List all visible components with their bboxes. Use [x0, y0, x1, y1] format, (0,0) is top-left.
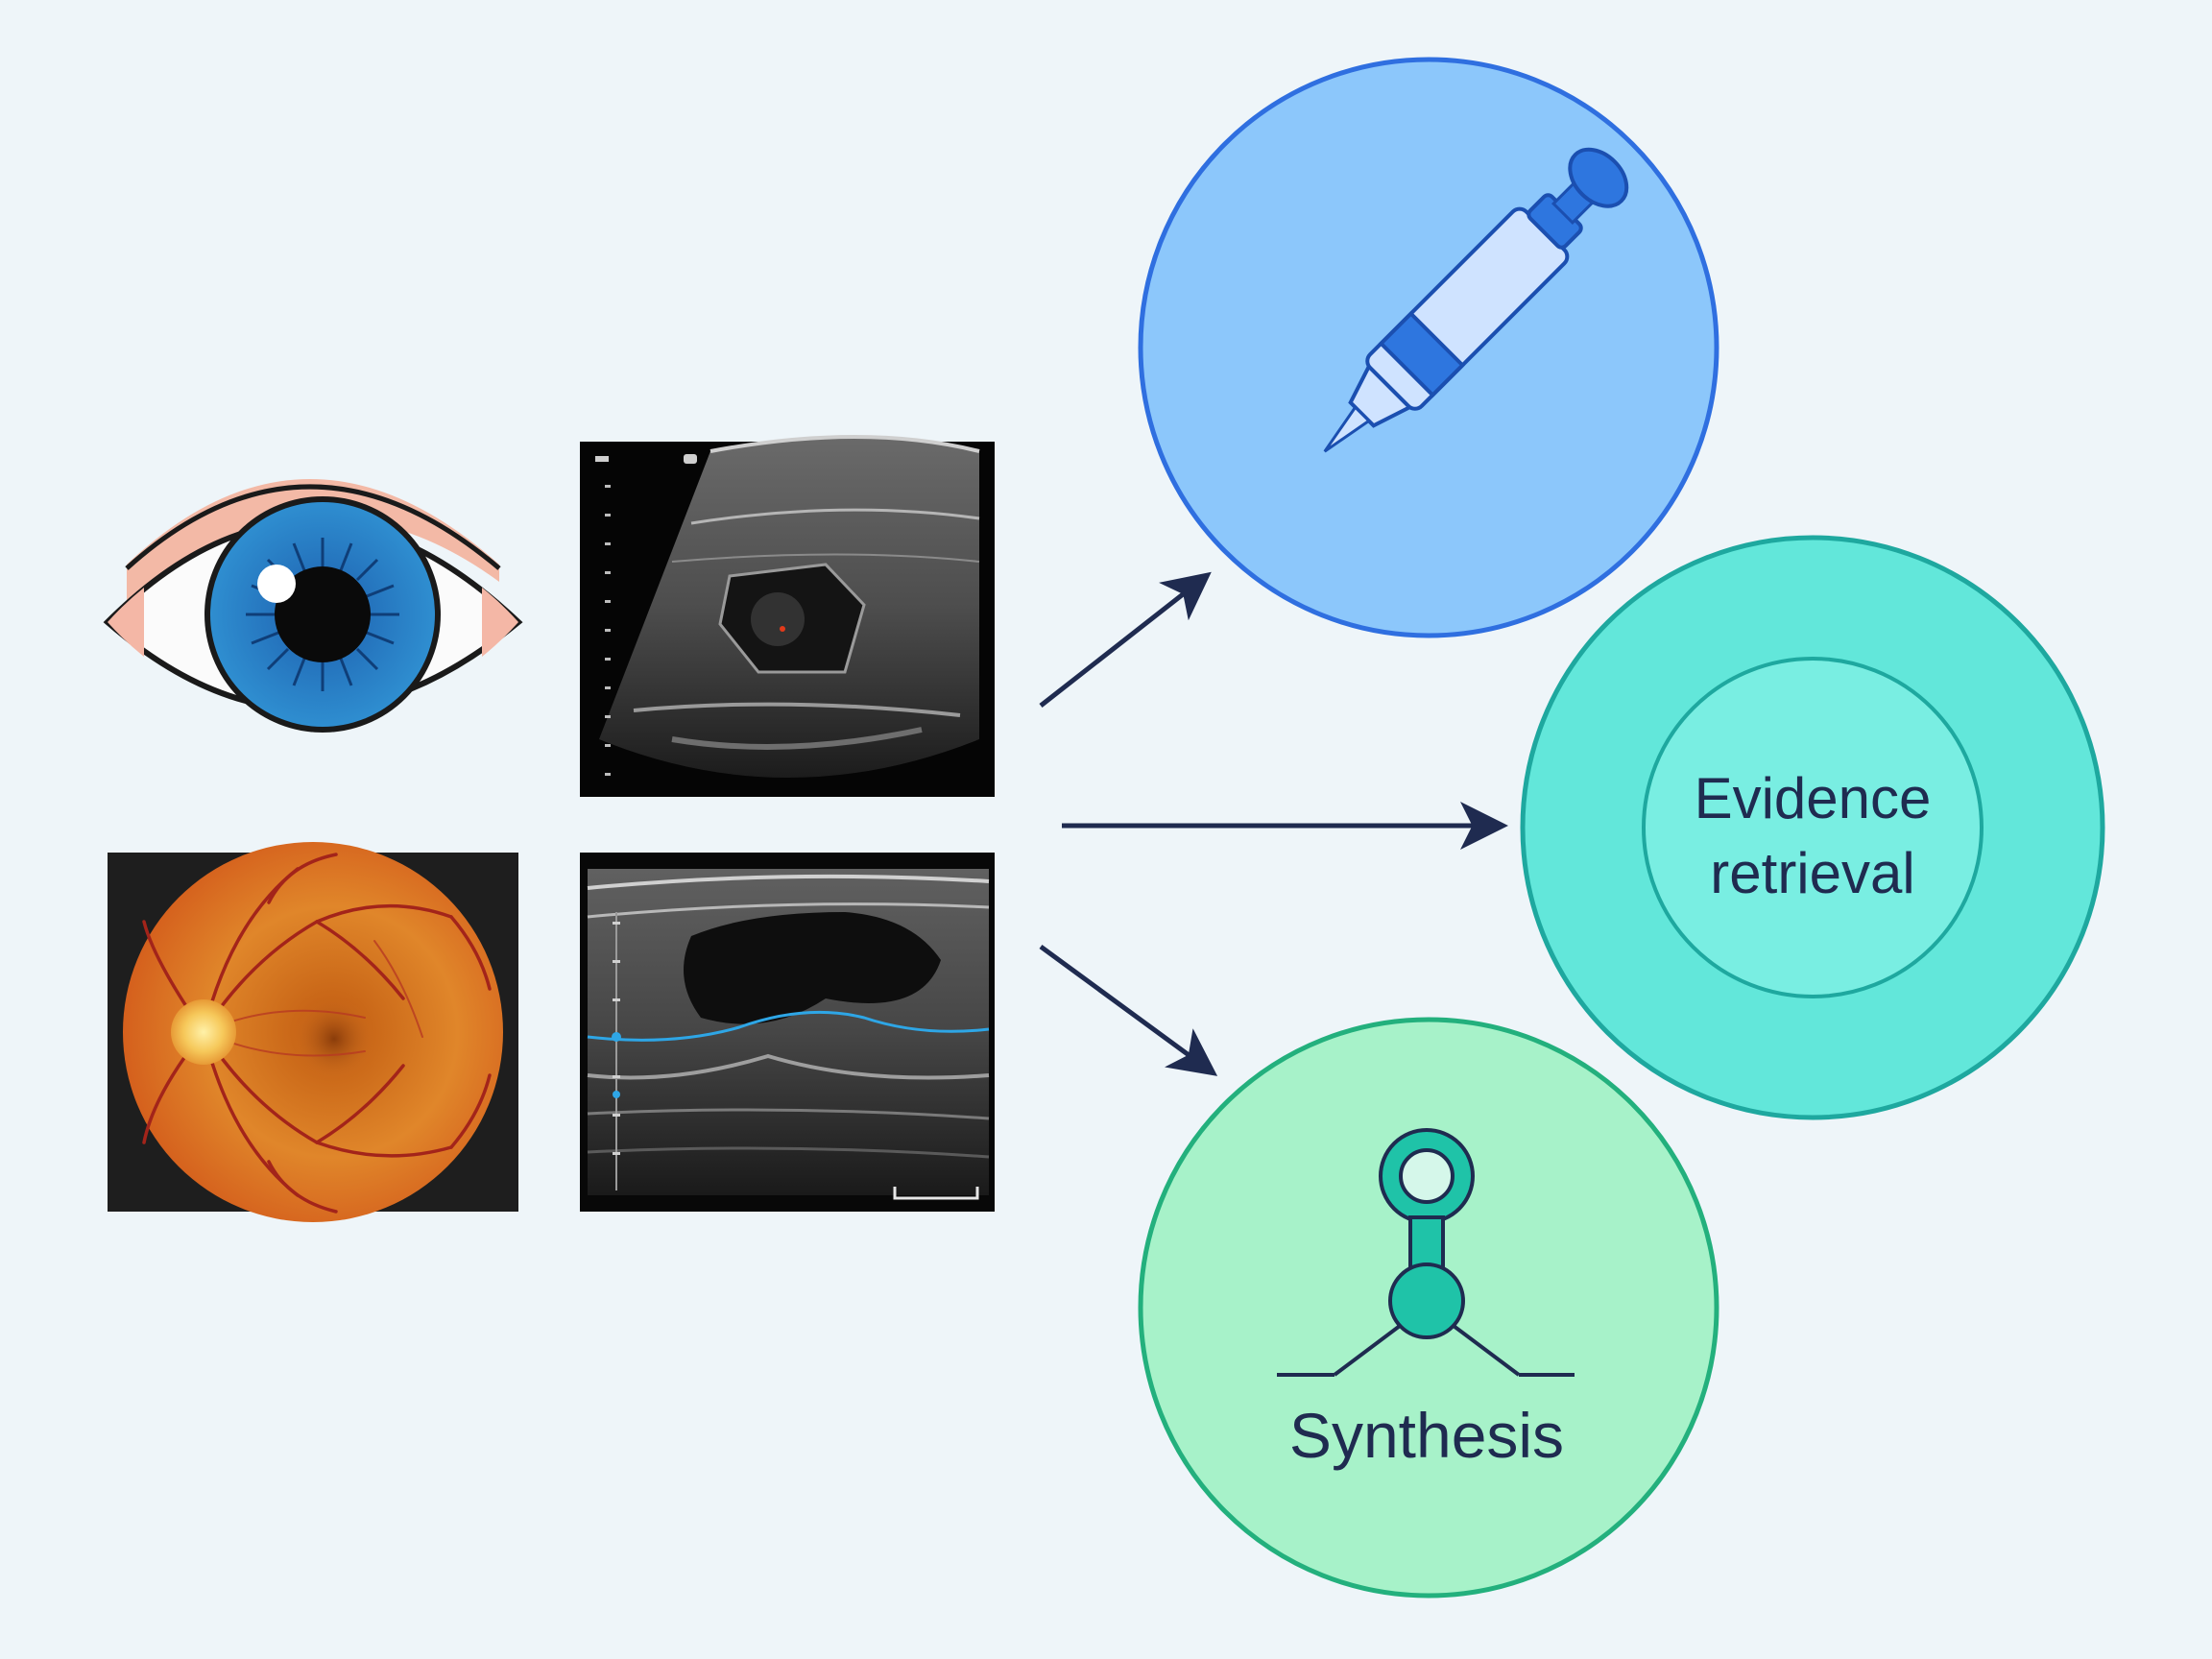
syringe-icon — [1323, 147, 1629, 453]
arrow-to-synthesis — [1039, 944, 1218, 1076]
ultrasound-cross-section — [580, 435, 995, 797]
eye-icon — [103, 479, 523, 733]
evidence-node: Evidence retrieval — [1520, 535, 2105, 1120]
evidence-label-line2: retrieval — [1710, 841, 1914, 905]
arrows — [1039, 571, 1508, 1076]
ultrasound-longitudinal — [580, 853, 995, 1212]
synthesis-label: Synthesis — [1289, 1400, 1564, 1471]
molecule-icon — [1277, 1128, 1575, 1377]
evidence-label-line1: Evidence — [1695, 766, 1932, 830]
syringe-node — [1138, 57, 1719, 638]
arrow-to-syringe — [1039, 571, 1212, 708]
fundus-photo — [108, 842, 518, 1222]
synthesis-node: Synthesis — [1138, 1017, 1719, 1599]
